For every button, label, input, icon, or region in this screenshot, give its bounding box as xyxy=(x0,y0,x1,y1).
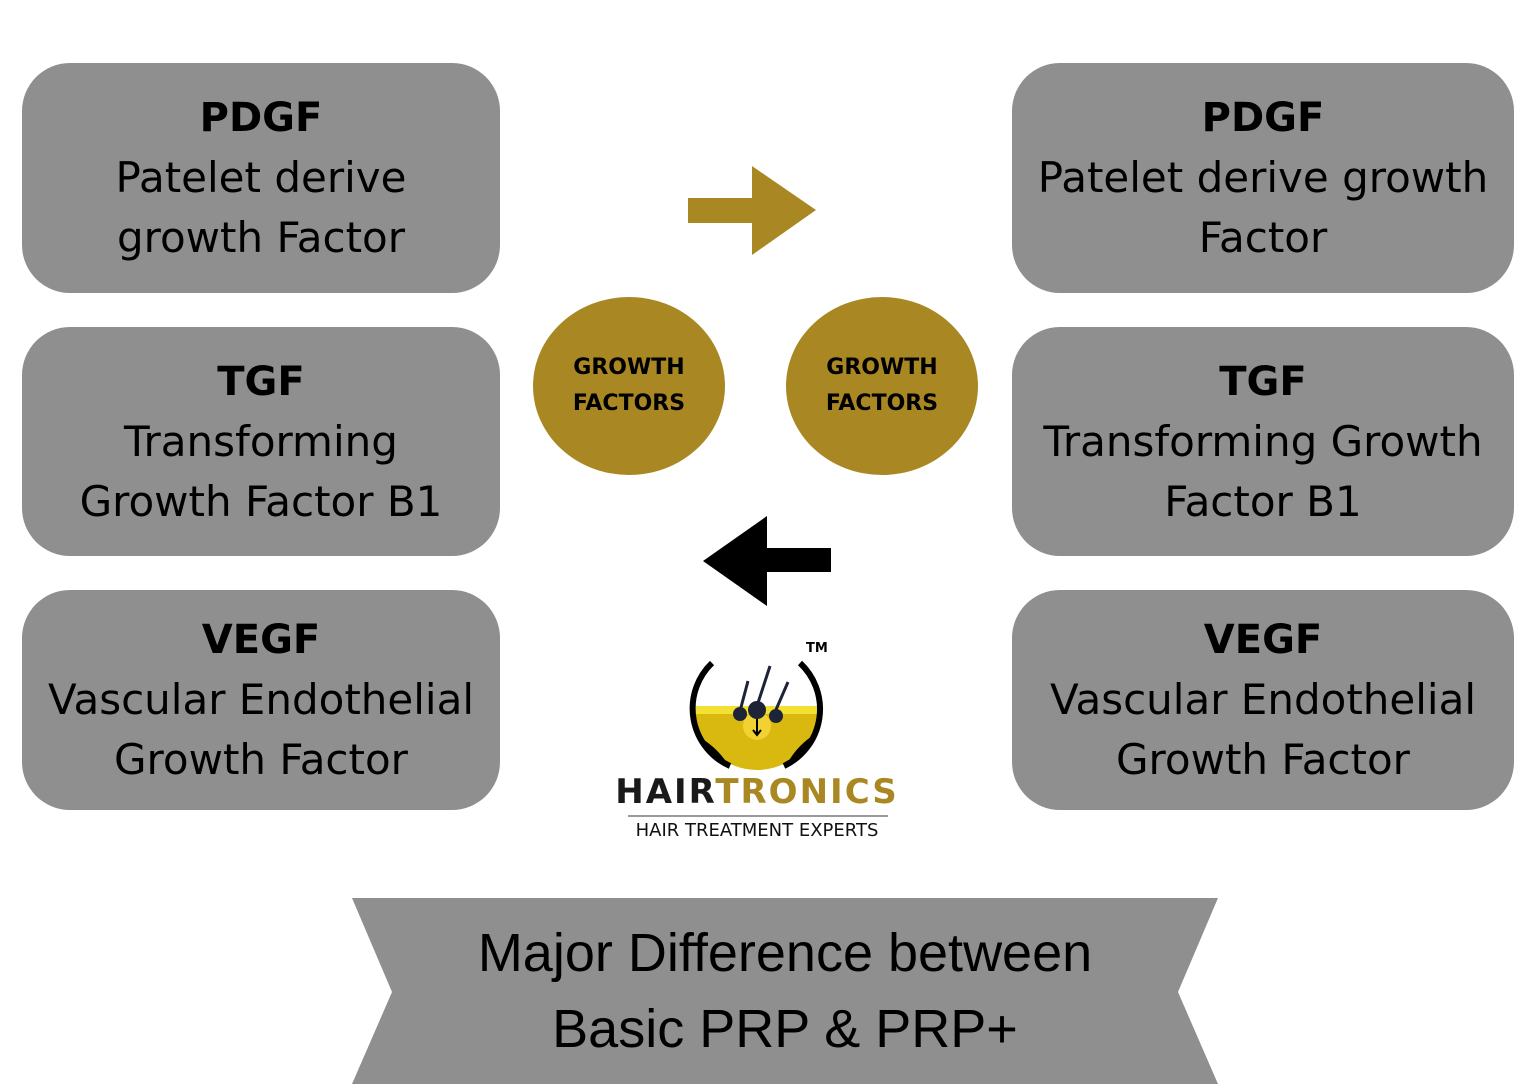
left-box-tgf-desc: Transforming Growth Factor B1 xyxy=(79,416,443,526)
brand-name: HAIRTRONICS xyxy=(612,772,902,812)
right-box-vegf-desc: Vascular Endothelial Growth Factor xyxy=(1049,675,1476,784)
right-box-tgf-abbr: TGF xyxy=(1219,358,1307,405)
left-box-tgf-abbr: TGF xyxy=(217,358,305,405)
left-box-pdgf: PDGF Patelet derive growth Factor xyxy=(22,63,500,293)
growth-factors-circle-right: GROWTH FACTORS xyxy=(786,297,978,475)
left-box-vegf: VEGF Vascular Endothelial Growth Factor xyxy=(22,590,500,810)
banner-title: Major Difference between Basic PRP & PRP… xyxy=(477,923,1093,1059)
right-box-vegf: VEGF Vascular Endothelial Growth Factor xyxy=(1012,590,1514,810)
trademark-label: TM xyxy=(806,641,828,656)
right-box-pdgf-abbr: PDGF xyxy=(1201,95,1325,141)
right-box-pdgf: PDGF Patelet derive growth Factor xyxy=(1012,63,1514,293)
left-box-pdgf-abbr: PDGF xyxy=(199,95,323,141)
right-box-tgf-desc: Transforming Growth Factor B1 xyxy=(1043,416,1483,526)
right-box-tgf: TGF Transforming Growth Factor B1 xyxy=(1012,327,1514,556)
left-box-tgf: TGF Transforming Growth Factor B1 xyxy=(22,327,500,556)
hairtronics-logo-icon xyxy=(689,645,824,771)
growth-factors-circle-left: GROWTH FACTORS xyxy=(533,297,725,475)
arrow-right-icon xyxy=(688,166,816,255)
right-box-pdgf-desc: Patelet derive growth Factor xyxy=(1037,153,1489,262)
arrow-left-icon xyxy=(703,516,831,606)
left-box-vegf-abbr: VEGF xyxy=(201,617,321,663)
brand-divider xyxy=(628,815,888,817)
brand-tagline: HAIR TREATMENT EXPERTS xyxy=(635,820,879,841)
right-box-vegf-abbr: VEGF xyxy=(1203,617,1323,663)
left-box-pdgf-desc: Patelet derive growth Factor xyxy=(115,153,407,262)
left-box-vegf-desc: Vascular Endothelial Growth Factor xyxy=(47,675,474,784)
brand-name-part2: TRONICS xyxy=(715,772,899,812)
brand-name-part1: HAIR xyxy=(615,772,716,812)
title-banner-shape xyxy=(352,898,1218,1084)
